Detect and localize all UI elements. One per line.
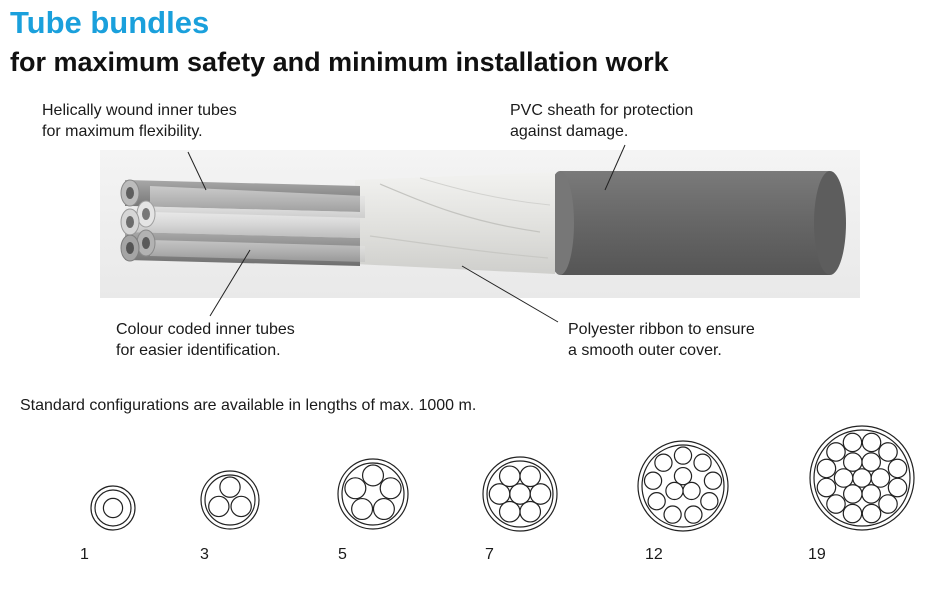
configuration-label-3: 3 [200, 546, 209, 563]
callout-pvc-sheath-line-1: PVC sheath for protection [510, 102, 694, 119]
configuration-label-1: 1 [80, 546, 89, 563]
callout-colour-coded-line-2: for easier identification. [116, 342, 281, 359]
cable-illustration [100, 144, 860, 323]
pvc-sheath [546, 171, 846, 275]
configuration-label-12: 12 [645, 546, 663, 563]
configuration-label-7: 7 [485, 546, 494, 563]
callout-inner-tubes-line-2: for maximum flexibility. [42, 123, 203, 140]
inner-tubes [120, 179, 365, 266]
callout-inner-tubes-line-1: Helically wound inner tubes [42, 102, 237, 119]
leader-inner-tubes [187, 151, 207, 191]
callout-inner-tubes: Helically wound inner tubes for maximum … [42, 100, 237, 142]
callout-ribbon: Polyester ribbon to ensure a smooth oute… [568, 319, 755, 361]
configuration-label-5: 5 [338, 546, 347, 563]
callout-colour-coded-line-1: Colour coded inner tubes [116, 321, 295, 338]
callout-pvc-sheath: PVC sheath for protection against damage… [510, 100, 693, 142]
polyester-ribbon [355, 172, 555, 274]
page-title: Tube bundles [10, 5, 210, 40]
leader-pvc-sheath [604, 144, 626, 191]
page-subtitle: for maximum safety and minimum installat… [10, 47, 669, 77]
callout-ribbon-line-2: a smooth outer cover. [568, 342, 722, 359]
callout-pvc-sheath-line-2: against damage. [510, 123, 629, 140]
callout-ribbon-line-1: Polyester ribbon to ensure [568, 321, 755, 338]
leader-colour-coded [209, 249, 251, 317]
configuration-label-19: 19 [808, 546, 826, 563]
callout-colour-coded: Colour coded inner tubes for easier iden… [116, 319, 295, 361]
standard-configurations-note: Standard configurations are available in… [20, 397, 477, 414]
leader-ribbon [461, 265, 559, 323]
